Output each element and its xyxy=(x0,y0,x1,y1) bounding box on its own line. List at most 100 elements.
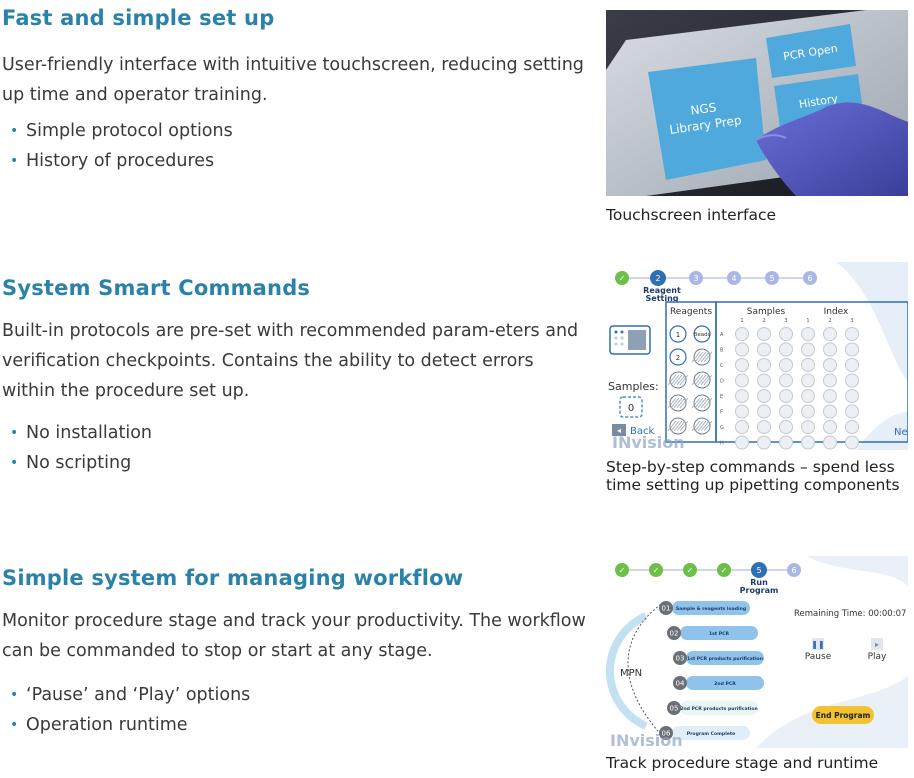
tile-pcr-open[interactable]: PCR Open xyxy=(766,24,856,78)
caption-smart-commands: Step-by-step commands – spend less time … xyxy=(606,458,900,494)
well[interactable] xyxy=(757,358,771,372)
well[interactable] xyxy=(735,342,749,357)
well[interactable] xyxy=(779,435,793,450)
well[interactable] xyxy=(779,327,793,341)
stage-number-badge xyxy=(667,626,681,640)
bullet-dot-icon: • xyxy=(10,687,19,703)
well[interactable] xyxy=(801,327,815,341)
well[interactable] xyxy=(757,327,771,341)
section-title-smart-commands: System Smart Commands xyxy=(2,276,311,300)
well[interactable] xyxy=(757,420,771,434)
stage-number: 04 xyxy=(676,680,685,688)
hatch-line xyxy=(676,374,686,386)
well[interactable] xyxy=(845,435,859,450)
caption-touchscreen: Touchscreen interface xyxy=(606,206,777,224)
play-button[interactable]: ▸ Play xyxy=(868,638,887,662)
stage-number-badge xyxy=(659,726,673,740)
well[interactable] xyxy=(845,389,859,403)
well[interactable] xyxy=(823,389,837,403)
hatch-line xyxy=(691,374,701,386)
setup-bullet-list: •Simple protocol options •History of pro… xyxy=(10,116,233,176)
well[interactable] xyxy=(845,404,859,419)
next-button[interactable]: Nex xyxy=(894,427,908,438)
stage-pill xyxy=(672,601,750,615)
end-program-button[interactable]: End Program xyxy=(812,706,874,724)
well[interactable] xyxy=(801,435,815,450)
bullet-item: •‘Pause’ and ‘Play’ options xyxy=(10,680,250,710)
pause-button[interactable]: ❚❚ Pause xyxy=(805,638,832,662)
hatch-line xyxy=(667,374,677,386)
samples-counter[interactable]: 0 xyxy=(619,396,643,418)
svg-text:Beads: Beads xyxy=(694,332,711,338)
well[interactable] xyxy=(779,373,793,388)
well[interactable] xyxy=(735,389,749,403)
well[interactable] xyxy=(757,389,771,403)
stage-pill xyxy=(686,676,764,690)
back-button[interactable]: ◂ Back xyxy=(612,424,654,437)
well[interactable] xyxy=(823,373,837,388)
svg-text:2: 2 xyxy=(676,354,680,362)
well[interactable] xyxy=(845,342,859,357)
well[interactable] xyxy=(779,389,793,403)
well[interactable] xyxy=(779,342,793,357)
svg-text:1: 1 xyxy=(740,318,743,324)
reagent-setting-screenshot: ✓ 2 3 4 5 6 Reagent Setting Samples: 0 xyxy=(606,262,908,450)
well[interactable] xyxy=(735,358,749,372)
svg-text:1: 1 xyxy=(806,318,809,324)
touchscreen-photo: NGS Library Prep PCR Open History Se xyxy=(606,10,908,196)
stage-pill xyxy=(686,651,764,665)
well[interactable] xyxy=(735,373,749,388)
stage-number-badge xyxy=(659,601,673,615)
stage-pill xyxy=(672,726,750,740)
well[interactable] xyxy=(823,435,837,450)
well[interactable] xyxy=(801,389,815,403)
workflow-bullet-list: •‘Pause’ and ‘Play’ options •Operation r… xyxy=(10,680,250,740)
well[interactable] xyxy=(823,342,837,357)
well[interactable] xyxy=(801,404,815,419)
well[interactable] xyxy=(757,373,771,388)
remaining-time: Remaining Time: 00:00:07 xyxy=(794,609,906,619)
well[interactable] xyxy=(735,404,749,419)
well[interactable] xyxy=(735,435,749,450)
step-indicator: ✓ ✓ ✓ ✓ 5 6 Run Program xyxy=(615,562,801,595)
svg-text:MPN: MPN xyxy=(620,668,642,679)
svg-text:Samples: Samples xyxy=(747,307,786,317)
hatch-line xyxy=(673,374,683,386)
bullet-dot-icon: • xyxy=(10,153,19,169)
well[interactable] xyxy=(801,342,815,357)
well[interactable] xyxy=(779,358,793,372)
reagent-tubes[interactable]: 1 Beads 2 xyxy=(667,325,713,435)
stage-number: 06 xyxy=(662,730,671,738)
tile-ngs[interactable]: NGS Library Prep xyxy=(648,58,766,180)
well[interactable] xyxy=(823,358,837,372)
svg-text:✓: ✓ xyxy=(619,566,626,575)
well[interactable] xyxy=(845,420,859,434)
well[interactable] xyxy=(735,327,749,341)
svg-text:Reagent: Reagent xyxy=(643,286,681,295)
well[interactable] xyxy=(845,373,859,388)
well[interactable] xyxy=(801,358,815,372)
well[interactable] xyxy=(779,420,793,434)
well[interactable] xyxy=(735,420,749,434)
svg-text:✓: ✓ xyxy=(653,566,660,575)
hatch-line xyxy=(697,397,707,409)
well[interactable] xyxy=(845,327,859,341)
svg-text:0: 0 xyxy=(628,403,634,414)
well[interactable] xyxy=(845,358,859,372)
caption-workflow: Track procedure stage and runtime xyxy=(606,754,879,772)
well[interactable] xyxy=(801,420,815,434)
stage-number: 05 xyxy=(670,705,679,713)
svg-text:Program: Program xyxy=(740,586,779,595)
well[interactable] xyxy=(757,342,771,357)
step-indicator: ✓ 2 3 4 5 6 Reagent Setting xyxy=(615,270,817,303)
well[interactable] xyxy=(823,420,837,434)
well[interactable] xyxy=(823,327,837,341)
well[interactable] xyxy=(757,435,771,450)
hatch-line xyxy=(670,374,680,386)
well[interactable] xyxy=(823,404,837,419)
well[interactable] xyxy=(779,404,793,419)
row-letter: H xyxy=(720,441,724,447)
well[interactable] xyxy=(801,373,815,388)
well[interactable] xyxy=(757,404,771,419)
